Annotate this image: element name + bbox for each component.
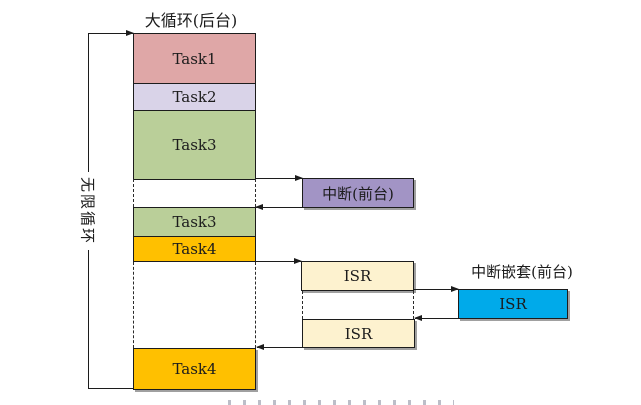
task3-block-first: Task3 <box>133 110 256 180</box>
task1-label: Task1 <box>172 49 217 68</box>
arrowhead-right-icon <box>126 29 134 36</box>
loop-bottom-line <box>88 388 133 389</box>
task2-block: Task2 <box>133 83 256 111</box>
task4-block-second: Task4 <box>133 348 256 390</box>
column-gap1-right-dashed-line <box>255 179 256 207</box>
arrowhead-left-icon <box>256 343 264 350</box>
loop-top-arrow <box>88 29 134 36</box>
task4-label: Task4 <box>172 240 217 258</box>
arrowhead-right-icon <box>294 257 302 264</box>
isr-gap-right-dashed-line <box>413 291 414 319</box>
column-gap2-right-dashed-line <box>255 262 256 348</box>
infinite-loop-label: 无限循环 <box>77 171 99 251</box>
interrupt-box: 中断(前台) <box>302 178 414 208</box>
task3-label: Task3 <box>172 136 217 154</box>
arrowhead-right-icon <box>451 285 459 292</box>
isr-box-second: ISR <box>302 319 415 348</box>
arrow-interrupt-return <box>255 203 302 210</box>
nested-isr-label: ISR <box>499 295 527 313</box>
column-gap1-left-dashed-line <box>133 179 134 207</box>
isr-box-first: ISR <box>301 261 414 291</box>
column-gap2-left-dashed-line <box>133 262 134 348</box>
nested-interrupt-title: 中断嵌套(前台) <box>471 263 573 281</box>
arrow-isr-return-to-task4 <box>256 343 302 350</box>
isr-label: ISR <box>343 267 372 285</box>
arrow-nested-isr-return <box>414 314 458 321</box>
isr-gap-left-dashed-line <box>302 291 303 319</box>
task1-block: Task1 <box>133 33 256 84</box>
nested-isr-box: ISR <box>458 289 568 319</box>
task4-block-first: Task4 <box>133 236 256 262</box>
task3-label: Task3 <box>172 213 217 231</box>
arrow-task4-to-isr <box>256 257 302 264</box>
diagram-title: 大循环(后台) <box>144 11 238 30</box>
arrowhead-left-icon <box>414 314 422 321</box>
task3-block-second: Task3 <box>133 207 256 237</box>
arrowhead-right-icon <box>295 174 303 181</box>
task4-label: Task4 <box>172 360 217 378</box>
arrow-isr-to-nested-isr <box>414 285 459 292</box>
task2-label: Task2 <box>172 88 217 106</box>
cropped-caption-fragment <box>228 400 454 405</box>
isr-label: ISR <box>344 324 373 343</box>
interrupt-label: 中断(前台) <box>322 184 394 203</box>
arrowhead-left-icon <box>255 203 263 210</box>
arrow-task3-to-interrupt <box>256 174 303 181</box>
